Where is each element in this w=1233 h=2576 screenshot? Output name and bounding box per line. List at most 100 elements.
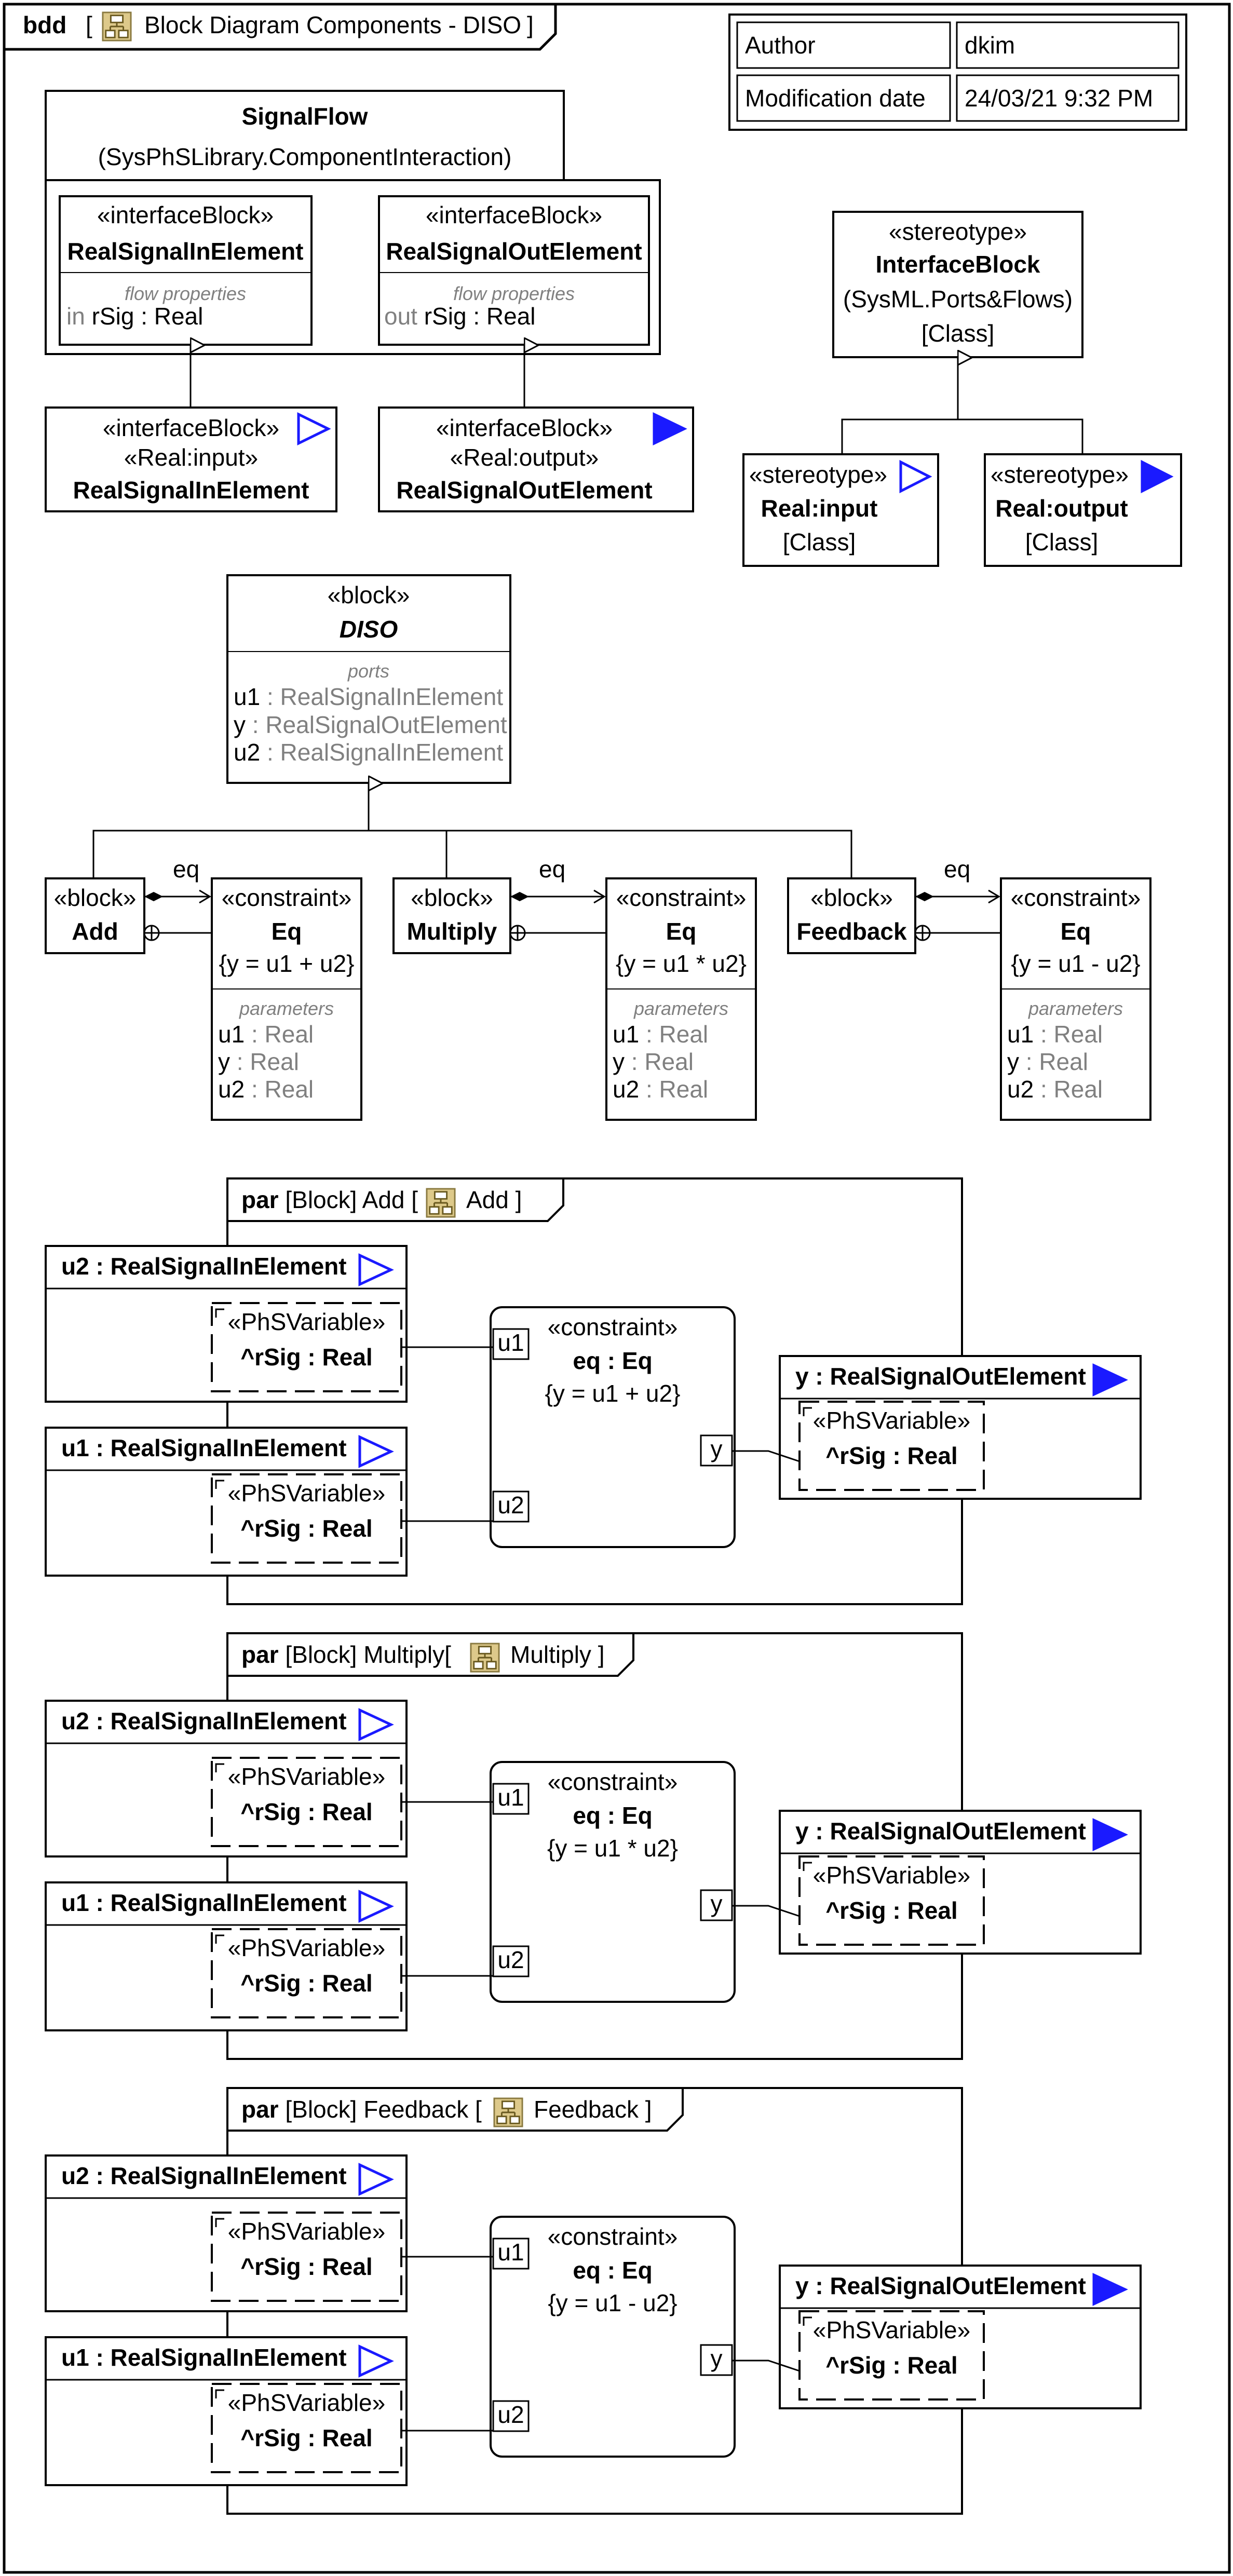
text-span: Multiply bbox=[510, 1641, 591, 1668]
par-title: par [Block] Add [ bbox=[241, 1186, 418, 1213]
u2-part: u2 : RealSignalInElement bbox=[45, 1700, 408, 1858]
svg-text:«stereotype»: «stereotype» bbox=[991, 461, 1129, 488]
part-box bbox=[45, 1245, 408, 1403]
text-span: u1 bbox=[613, 1021, 639, 1048]
par-title: par [Block] Multiply[ bbox=[241, 1641, 451, 1668]
binding-connector-u2 bbox=[400, 1794, 493, 1810]
y-part: y : RealSignalOutElement bbox=[779, 2265, 1142, 2409]
constraint-expression: {y = u1 + u2} bbox=[545, 1380, 681, 1407]
input-triangle-icon bbox=[358, 1708, 394, 1741]
arrow-head-icon bbox=[988, 889, 1000, 904]
stereotype-label: «interfaceBlock» bbox=[97, 201, 274, 228]
part-box bbox=[45, 1427, 408, 1577]
constraint-name: eq : Eq bbox=[573, 2257, 652, 2284]
parameter: u1 : Real bbox=[613, 1021, 708, 1048]
binding-connector-u2 bbox=[400, 1339, 493, 1355]
par-frame-tab bbox=[227, 1633, 634, 1677]
svg-text:«stereotype»: «stereotype» bbox=[749, 461, 887, 488]
text-span: par bbox=[241, 2096, 279, 2123]
corner-mark bbox=[215, 1763, 224, 1772]
text-span: par bbox=[241, 1186, 279, 1213]
block-icon bbox=[493, 2097, 523, 2127]
text-span: : Real bbox=[631, 1048, 694, 1075]
svg-text:«Real:output»: «Real:output» bbox=[450, 444, 599, 471]
block-icon bbox=[470, 1643, 500, 1673]
constraint-name: Eq bbox=[1061, 918, 1091, 945]
binding-connector-y bbox=[732, 2360, 800, 2372]
association-end-label: eq bbox=[173, 856, 199, 883]
variable-stereotype: «PhSVariable» bbox=[813, 1862, 970, 1889]
parameter-port-y bbox=[700, 2344, 733, 2376]
block-stereotype: «block» bbox=[54, 884, 137, 911]
text-span: ] bbox=[598, 1641, 605, 1668]
subblock-2: «block»Feedback«constraint»Eq{y = u1 - u… bbox=[787, 856, 1151, 1121]
port-u2: u2 : RealSignalInElement bbox=[234, 739, 503, 766]
text-span: y bbox=[1007, 1048, 1019, 1075]
signalflow-qualifier: (SysPhSLibrary.ComponentInteraction) bbox=[98, 143, 512, 170]
composite-diamond-icon bbox=[144, 892, 163, 901]
block-box bbox=[787, 877, 916, 954]
variable-name: ^rSig : Real bbox=[825, 1897, 957, 1924]
compartment-label: flow properties bbox=[453, 283, 575, 304]
composite-diamond-icon bbox=[915, 892, 934, 901]
containment-cross bbox=[915, 926, 930, 940]
part-box bbox=[45, 1881, 408, 2031]
info-table: Author dkim Modification date 24/03/21 9… bbox=[728, 13, 1187, 131]
text-span: ] bbox=[645, 2096, 652, 2123]
frame-title: Block Diagram Components - DISO bbox=[144, 11, 521, 38]
block-icon bbox=[426, 1188, 456, 1218]
signal-in-element-block: «interfaceBlock» RealSignalInElement flo… bbox=[59, 195, 313, 346]
variable-stereotype: «PhSVariable» bbox=[228, 1480, 385, 1507]
author-label: Author bbox=[745, 32, 816, 59]
parameter: y : Real bbox=[1007, 1048, 1088, 1075]
corner-mark bbox=[215, 1480, 224, 1489]
real-input-stereotype: «stereotype» Real:input [Class] bbox=[742, 453, 939, 567]
svg-text:RealSignalInElement: RealSignalInElement bbox=[73, 477, 309, 504]
constraint-name: Eq bbox=[272, 918, 302, 945]
constraint-name: eq : Eq bbox=[573, 1347, 652, 1374]
author-value: dkim bbox=[965, 32, 1015, 59]
svg-text:ports: ports bbox=[347, 660, 389, 682]
y-part: y : RealSignalOutElement bbox=[779, 1355, 1142, 1500]
compartment-label: parameters bbox=[633, 998, 728, 1019]
part-name: u1 : RealSignalInElement bbox=[61, 1889, 347, 1916]
part-box bbox=[779, 1355, 1142, 1500]
output-triangle-icon bbox=[1092, 1818, 1128, 1851]
svg-text:[Class]: [Class] bbox=[783, 528, 856, 555]
svg-text:«stereotype»: «stereotype» bbox=[889, 218, 1027, 245]
text-span: y bbox=[218, 1048, 230, 1075]
svg-text:[Class]: [Class] bbox=[922, 320, 995, 347]
constraint-box bbox=[605, 877, 757, 1121]
par-diagram-2: par [Block] Feedback [Feedback ]u2 : Rea… bbox=[45, 2087, 1142, 2515]
input-triangle-icon bbox=[899, 459, 932, 494]
par-frame-tab bbox=[227, 1178, 564, 1222]
variable-dashed-box bbox=[798, 1401, 985, 1491]
frame-bracket-close: ] bbox=[527, 11, 534, 38]
arrow-head-icon bbox=[593, 889, 606, 904]
constraint-stereotype: «constraint» bbox=[548, 2223, 678, 2250]
variable-stereotype: «PhSVariable» bbox=[228, 2389, 385, 2416]
constraint-stereotype: «constraint» bbox=[616, 884, 747, 911]
generalization-stereotypes bbox=[841, 418, 1083, 454]
date-label: Modification date bbox=[745, 85, 926, 112]
binding-connector-u2 bbox=[400, 2249, 493, 2265]
interface-block-stereotype: «stereotype» InterfaceBlock (SysML.Ports… bbox=[832, 211, 1083, 358]
parameter-port-label: u2 bbox=[497, 2401, 524, 2428]
input-triangle-icon bbox=[358, 1435, 394, 1468]
text-span: : Real bbox=[646, 1021, 708, 1048]
compartment-label: flow properties bbox=[125, 283, 246, 304]
u2-part: u2 : RealSignalInElement bbox=[45, 1245, 408, 1403]
real-input-block: «interfaceBlock» «Real:input» RealSignal… bbox=[45, 406, 337, 512]
real-output-stereotype: «stereotype» Real:output [Class] bbox=[984, 453, 1182, 567]
block-stereotype: «block» bbox=[810, 884, 893, 911]
constraint-property-box bbox=[490, 1306, 736, 1548]
variable-name: ^rSig : Real bbox=[240, 1344, 372, 1371]
text-span: : Real bbox=[237, 1048, 299, 1075]
text-span: [Block] bbox=[285, 1186, 357, 1213]
part-name: u1 : RealSignalInElement bbox=[61, 1434, 347, 1461]
variable-dashed-box bbox=[798, 1855, 985, 1946]
real-output-block: «interfaceBlock» «Real:output» RealSigna… bbox=[378, 406, 694, 512]
svg-text:[Class]: [Class] bbox=[1025, 528, 1099, 555]
text-span: u2 bbox=[218, 1076, 245, 1103]
